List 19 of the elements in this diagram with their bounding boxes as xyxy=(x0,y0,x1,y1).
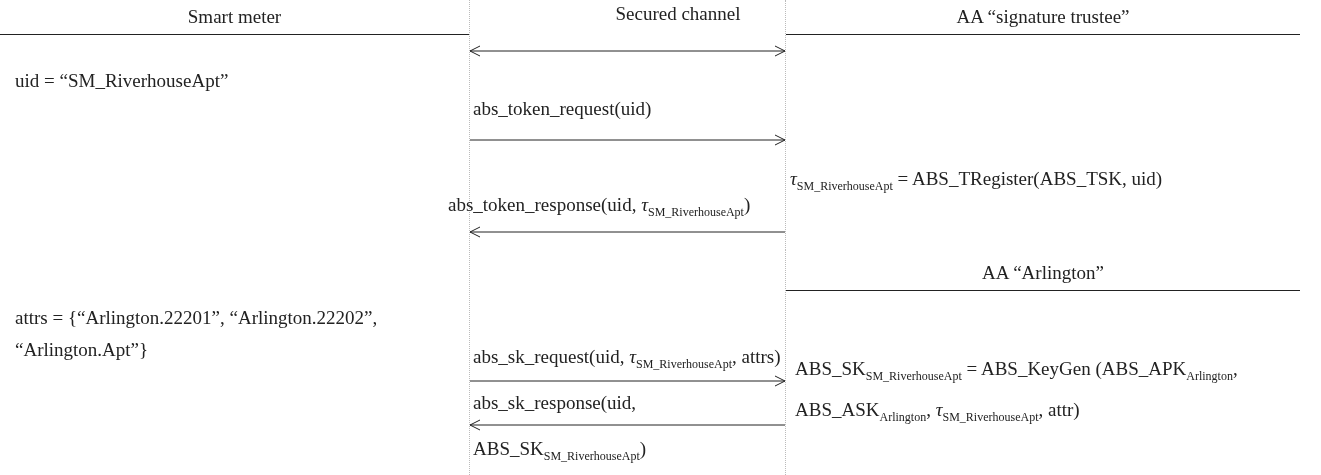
value-note: uid = “SM_RiverhouseApt” xyxy=(15,70,229,92)
message-arrow xyxy=(469,134,786,146)
message-arrow xyxy=(469,419,786,431)
computation-note: ABS_SK$_{SM_RiverhouseApt}$ = ABS_KeyGen (ABS_APK$_{Arlington}$, ABS_ASK$_{Arlington}$, τ$_{SM_RiverhouseApt}$, attr) xyxy=(795,357,1239,426)
participant-lane xyxy=(785,0,1300,250)
participant-heading: AA “Arlington” xyxy=(786,262,1300,291)
message-label: abs_token_response(uid, τ$_{SM_RiverhouseApt}$) xyxy=(448,194,751,221)
participant-heading: AA “signature trustee” xyxy=(786,6,1300,35)
message-label: abs_token_request(uid) xyxy=(473,98,652,120)
participant-heading: Smart meter xyxy=(0,6,469,35)
computation-note: τ$_{SM_RiverhouseApt}$ = ABS_TRegister(ABS_TSK, uid) xyxy=(790,168,1163,195)
value-note: attrs = {“Arlington.22201”, “Arlington.22202”, “Arlington.Apt”} xyxy=(15,306,379,362)
double-arrow xyxy=(469,45,786,57)
participant-lane xyxy=(785,250,1300,475)
message-label: Secured channel xyxy=(614,4,742,24)
message-label: abs_sk_response(uid, ABS_SK$_{SM_RiverhouseApt}$) xyxy=(473,391,648,465)
message-label: abs_sk_request(uid, τ$_{SM_RiverhouseApt}$, attrs) xyxy=(473,345,781,373)
message-arrow xyxy=(469,375,786,387)
message-arrow xyxy=(469,226,786,238)
